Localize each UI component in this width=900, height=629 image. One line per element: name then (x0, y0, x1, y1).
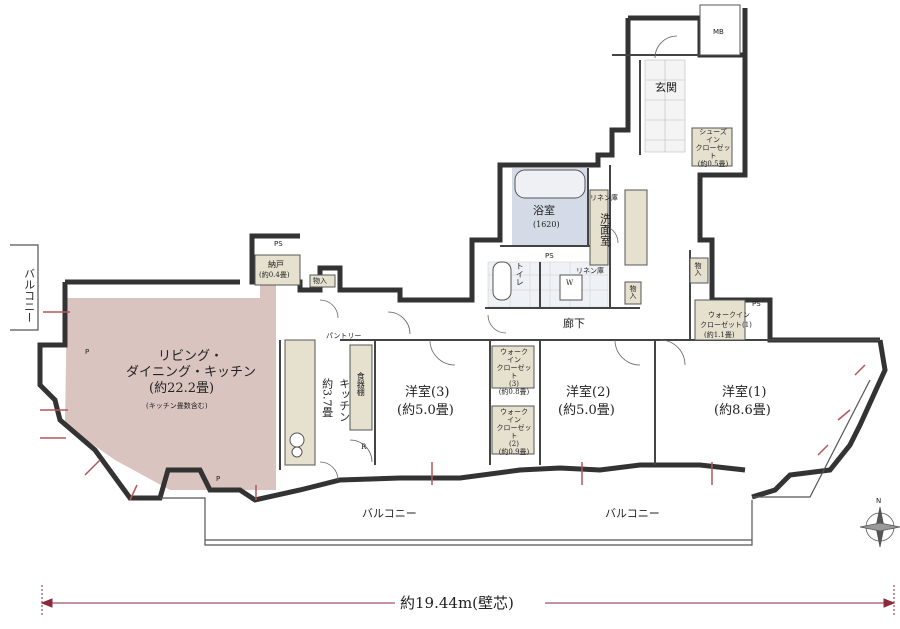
western1-label: 洋室(1) (722, 385, 767, 400)
toilet-label: トイレ (515, 262, 525, 286)
compass-rose (859, 506, 900, 548)
ps-label-4: P (85, 348, 90, 356)
balcony-left-label: バルコニー (22, 268, 36, 323)
fridge-label: R (361, 443, 367, 451)
ldk-label-1: リビング・ (158, 349, 224, 364)
pantry-label: パントリー (326, 332, 362, 340)
storage-hall-label: 物入 (629, 285, 638, 299)
ps-label-1: PS (274, 240, 283, 248)
western3-label: 洋室(3) (405, 385, 450, 400)
storage-ldk-label: 物入 (313, 277, 327, 285)
dimension-label: 約19.44m(壁芯) (400, 594, 514, 612)
ps-label-2: PS (545, 252, 554, 260)
wic1-label-b: クローゼット(1) (700, 321, 752, 329)
western2-size: (約5.0畳) (558, 403, 615, 418)
kitchen-size: 約3.7畳 (320, 378, 334, 418)
balcony-center-label: バルコニー (362, 507, 417, 520)
balcony (10, 244, 871, 546)
dimension-line (40, 585, 896, 615)
entrance-tiles (644, 59, 686, 153)
corridor-label: 廊下 (563, 317, 585, 330)
shoes-closet-label: シューズ イン クローゼット (約0.5畳) (695, 128, 731, 169)
doors (319, 35, 686, 481)
wic1-label-a: ウォークイン (708, 311, 750, 319)
closet-size: (約0.4畳) (259, 271, 290, 279)
food-shelf-label: 食器棚 (356, 372, 366, 396)
ps-label-5: P (216, 475, 221, 483)
western1-size: (約8.6畳) (714, 403, 771, 418)
linen2-label: リネン庫 (576, 267, 604, 275)
washer-label: W (566, 279, 574, 287)
bath-size: (1620) (533, 220, 560, 229)
compass-north: N (876, 497, 882, 505)
wic1-label-c: (約1.1畳) (704, 331, 735, 339)
balcony-right-label: バルコニー (605, 507, 660, 520)
western2-label: 洋室(2) (566, 385, 611, 400)
entrance-label: 玄関 (655, 81, 677, 94)
window-arrows (40, 311, 866, 501)
ldk-label-3: (約22.2畳) (149, 381, 215, 396)
mb-label: MB (713, 28, 724, 36)
closet-label: 納戸 (268, 260, 284, 269)
storage-right-label: 物入 (694, 262, 703, 276)
wic3-label: ウォーク イン クローゼット (3) (約0.8畳) (496, 348, 532, 397)
ldk-floor (65, 285, 276, 490)
western3-size: (約5.0畳) (397, 403, 454, 418)
kitchen-label: キッチン (337, 378, 351, 422)
ldk-label-4: (キッチン畳数含む) (146, 402, 208, 410)
wic2-label: ウォーク イン クローゼット (2) (約0.9畳) (496, 408, 532, 457)
linen1-label: リネン庫 (590, 194, 618, 202)
fixtures (254, 4, 746, 466)
bath-label: 浴室 (533, 204, 555, 217)
ldk-label-2: ダイニング・キッチン (126, 365, 257, 380)
ps-label-3: PS (752, 300, 761, 308)
washroom-label: 洗面室 (598, 213, 612, 246)
